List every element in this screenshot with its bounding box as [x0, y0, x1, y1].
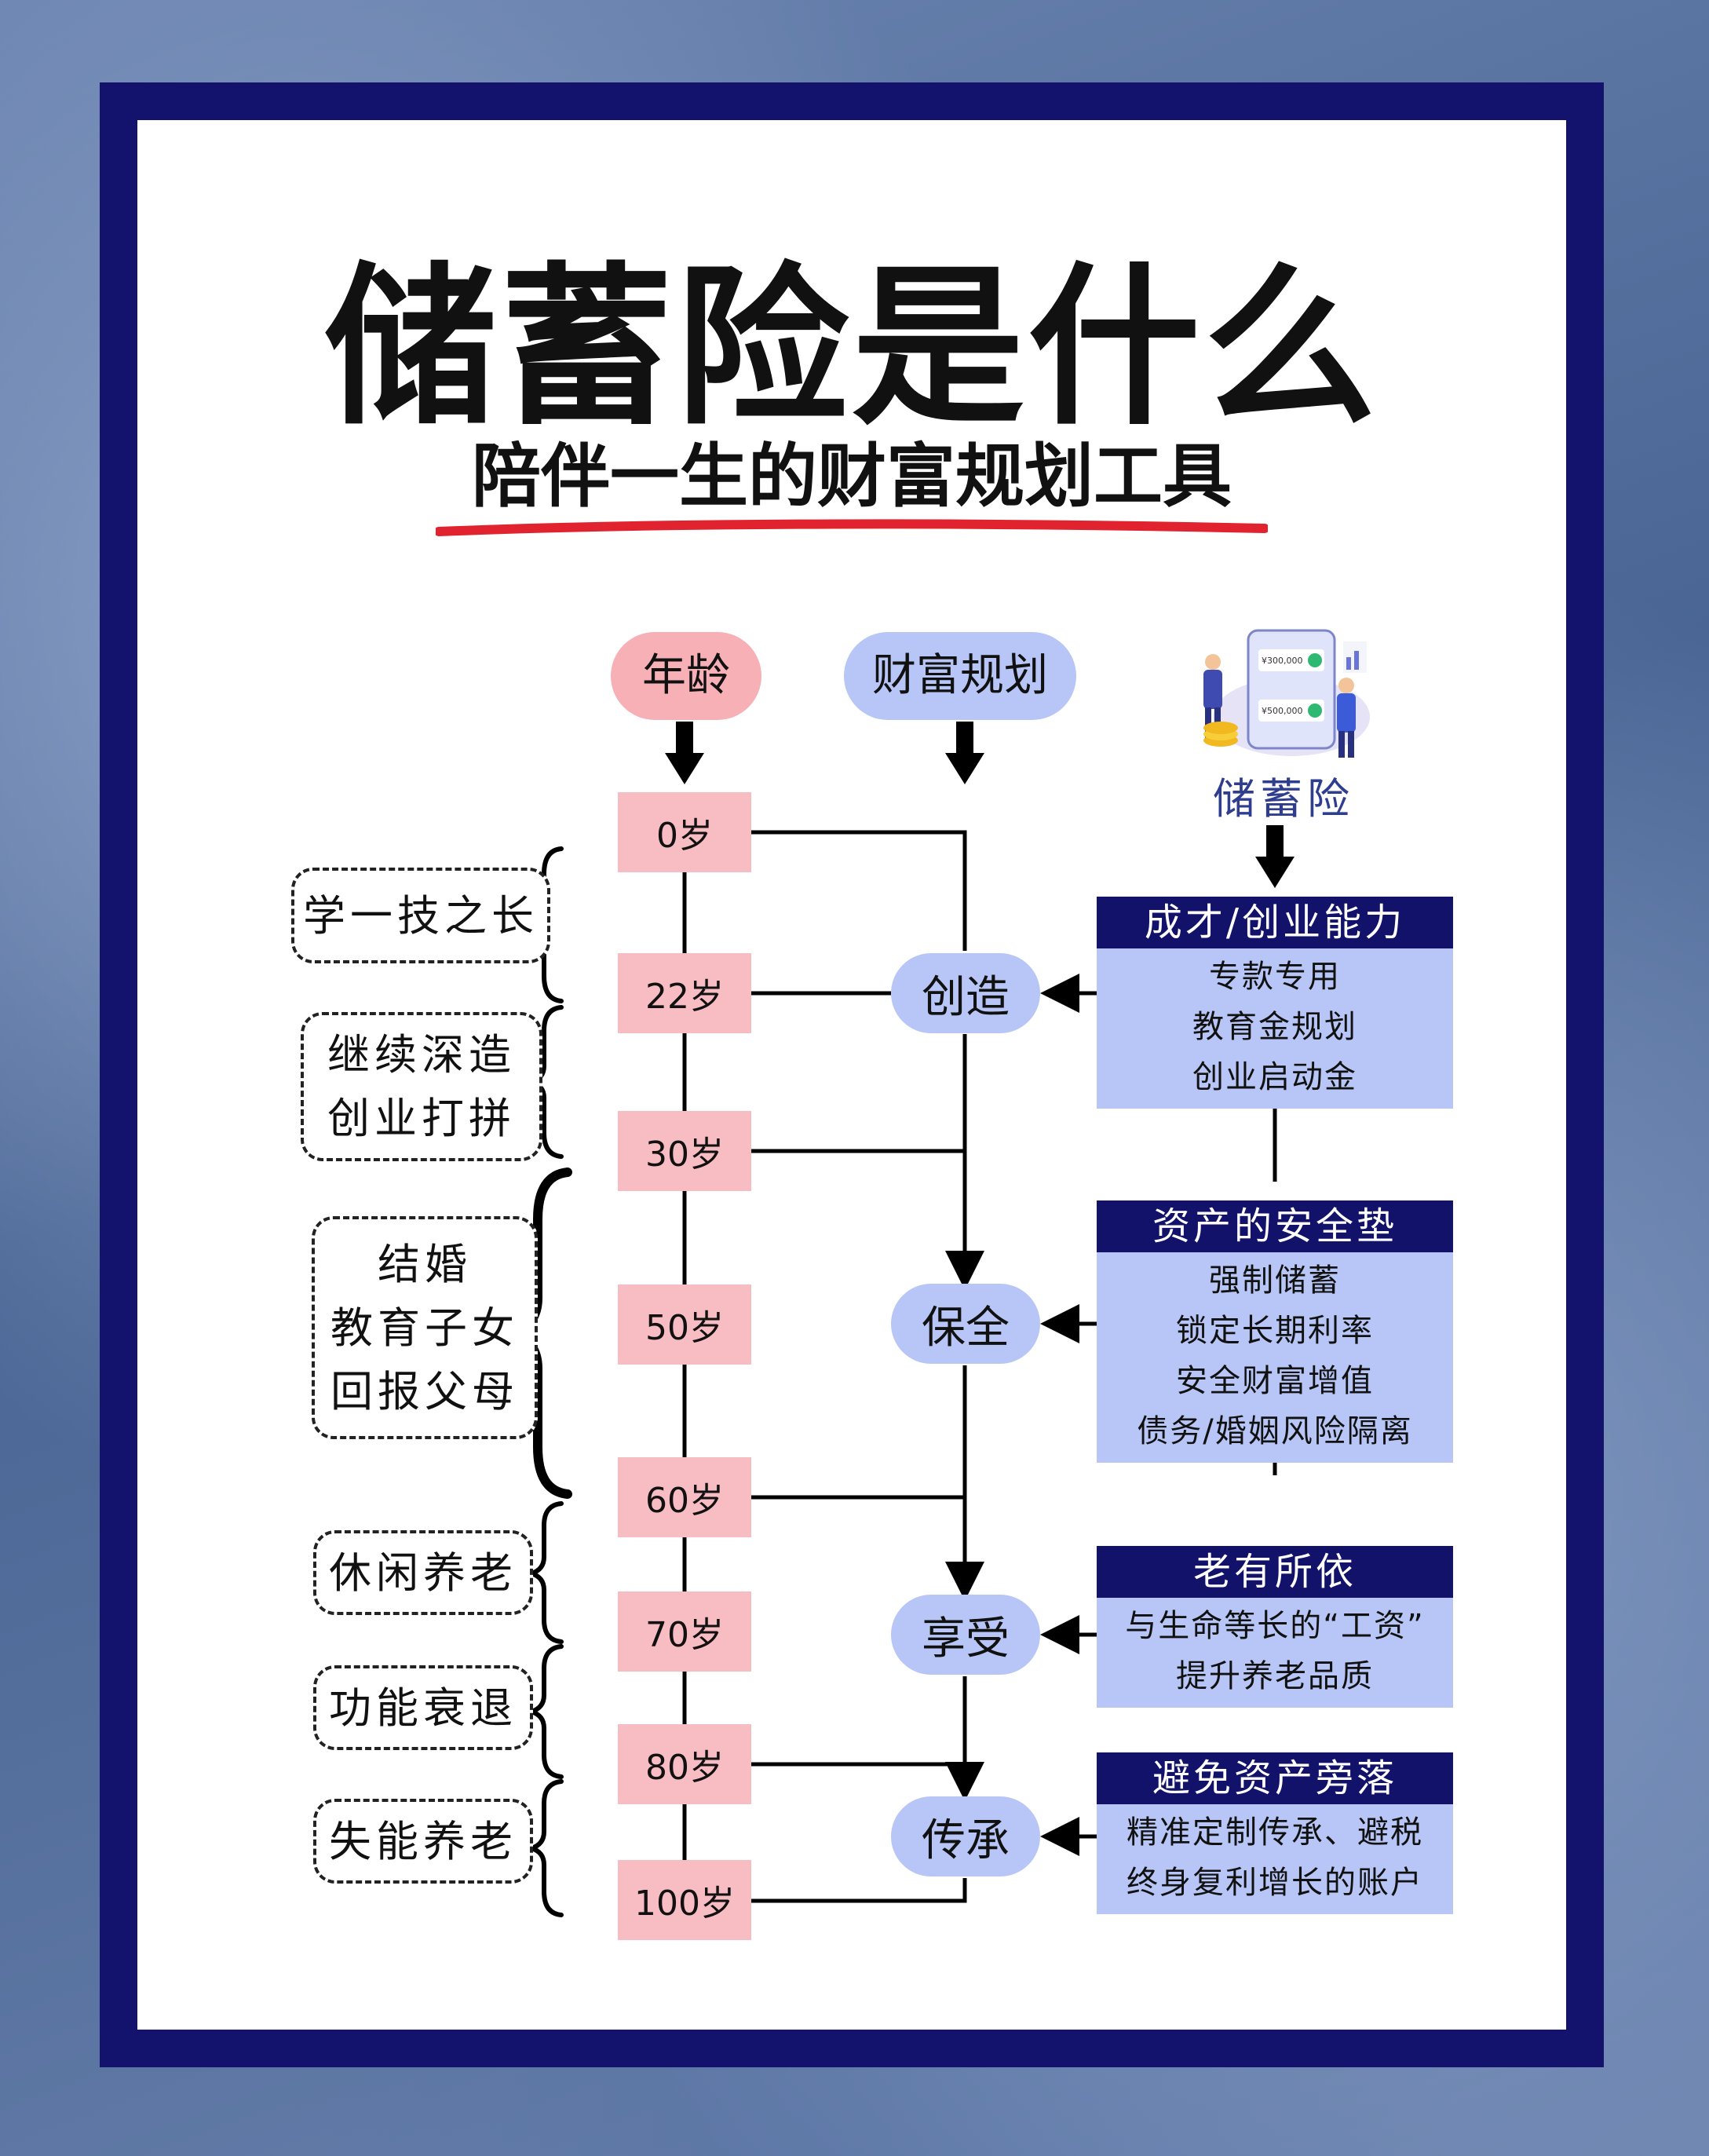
benefit-item: 债务/婚姻风险隔离 — [1137, 1413, 1413, 1449]
page-title: 储蓄险是什么 — [323, 247, 1379, 448]
life-event-line: 结婚 — [378, 1239, 472, 1289]
benefit-item: 专款专用 — [1209, 959, 1341, 995]
product-header: 储蓄险 — [1213, 774, 1354, 824]
outer-frame: 储蓄险是什么 陪伴一生的财富规划工具 — [100, 82, 1604, 2067]
life-event-skill: 学一技之长 — [291, 868, 550, 963]
subtitle-underline — [436, 519, 1268, 536]
benefit-item: 安全财富增值 — [1176, 1363, 1374, 1399]
age-0: 0岁 — [618, 792, 751, 872]
stage-create: 创造 — [891, 953, 1040, 1033]
plan-header: 财富规划 — [844, 632, 1076, 720]
benefit-box-talent: 成才/创业能力 专款专用 教育金规划 创业启动金 — [1097, 897, 1453, 1109]
illustration-amount-top: ¥300,000 — [1262, 656, 1303, 666]
page-subtitle: 陪伴一生的财富规划工具 — [471, 436, 1232, 517]
life-event-study: 继续深造 创业打拼 — [301, 1012, 542, 1161]
benefit-title: 避免资产旁落 — [1097, 1752, 1453, 1804]
life-event-line: 教育子女 — [330, 1303, 519, 1353]
benefit-box-safety: 资产的安全垫 强制储蓄 锁定长期利率 安全财富增值 债务/婚姻风险隔离 — [1097, 1200, 1453, 1463]
benefit-item: 终身复利增长的账户 — [1127, 1865, 1423, 1901]
age-100: 100岁 — [618, 1860, 751, 1940]
benefit-item: 与生命等长的“工资” — [1125, 1608, 1425, 1644]
illustration-amount-bottom: ¥500,000 — [1262, 706, 1303, 716]
age-80: 80岁 — [618, 1724, 751, 1804]
benefit-title: 老有所依 — [1097, 1546, 1453, 1598]
life-event-line: 学一技之长 — [303, 890, 539, 941]
benefit-box-legacy: 避免资产旁落 精准定制传承、避税 终身复利增长的账户 — [1097, 1752, 1453, 1914]
stage-enjoy: 享受 — [891, 1595, 1040, 1675]
content-card: 储蓄险是什么 陪伴一生的财富规划工具 — [137, 120, 1566, 2030]
life-event-line: 回报父母 — [330, 1366, 519, 1416]
stage-preserve: 保全 — [891, 1284, 1040, 1364]
life-event-family: 结婚 教育子女 回报父母 — [312, 1216, 538, 1439]
life-event-line: 功能衰退 — [329, 1683, 517, 1733]
life-event-line: 继续深造 — [327, 1030, 516, 1080]
age-30: 30岁 — [618, 1111, 751, 1191]
life-event-line: 休闲养老 — [329, 1548, 517, 1598]
benefit-item: 强制储蓄 — [1209, 1263, 1341, 1299]
age-22: 22岁 — [618, 953, 751, 1033]
life-event-leisure: 休闲养老 — [313, 1530, 533, 1615]
benefit-item: 创业启动金 — [1192, 1059, 1357, 1095]
benefit-title: 成才/创业能力 — [1097, 897, 1453, 948]
savings-illustration: ¥300,000 ¥500,000 — [1203, 629, 1370, 758]
age-header-label: 年龄 — [642, 650, 730, 701]
benefit-title: 资产的安全垫 — [1097, 1200, 1453, 1252]
benefit-item: 精准定制传承、避税 — [1127, 1814, 1423, 1851]
age-50: 50岁 — [618, 1284, 751, 1365]
life-event-line: 创业打拼 — [327, 1094, 516, 1143]
age-60: 60岁 — [618, 1457, 751, 1537]
age-header: 年龄 — [611, 632, 761, 720]
benefit-item: 提升养老品质 — [1176, 1658, 1374, 1694]
benefit-box-retire: 老有所依 与生命等长的“工资” 提升养老品质 — [1097, 1546, 1453, 1708]
stage-inherit: 传承 — [891, 1796, 1040, 1876]
life-event-decline: 功能衰退 — [313, 1665, 533, 1750]
benefit-item: 教育金规划 — [1192, 1009, 1357, 1045]
benefit-item: 锁定长期利率 — [1176, 1313, 1374, 1349]
plan-header-label: 财富规划 — [872, 650, 1048, 701]
age-70: 70岁 — [618, 1591, 751, 1672]
life-event-line: 失能养老 — [329, 1816, 517, 1866]
life-event-disabled: 失能养老 — [313, 1799, 533, 1884]
